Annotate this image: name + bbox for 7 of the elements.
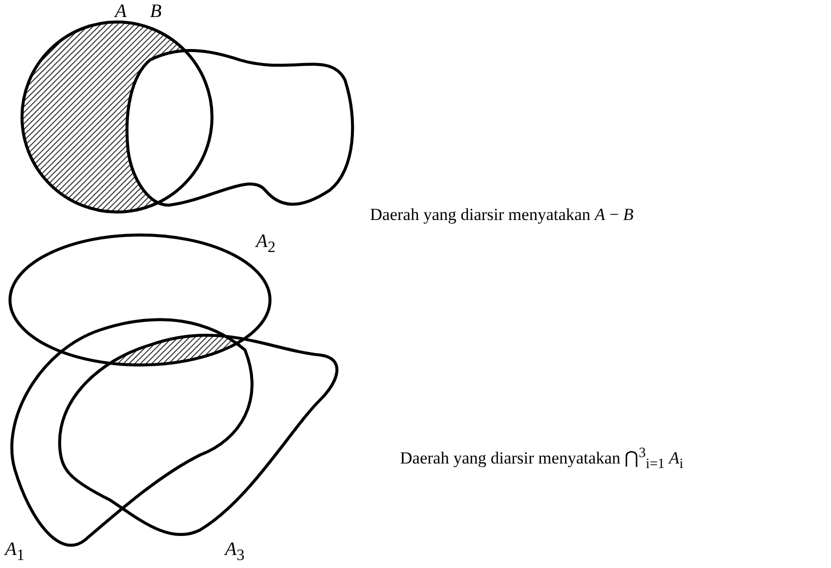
set-label: A$_{2}$ xyxy=(256,232,276,256)
set-label: A$_{1}$ xyxy=(5,540,25,564)
caption-text: Daerah yang diarsir menyatakan ⋂$^{3}$$_{i=1}$ A$_{i}$ xyxy=(400,445,684,474)
set-label: A$_{3}$ xyxy=(225,540,245,564)
caption-text: Daerah yang diarsir menyatakan A − B xyxy=(370,205,634,225)
set-label: B xyxy=(150,2,162,21)
set-label: A xyxy=(115,2,127,21)
